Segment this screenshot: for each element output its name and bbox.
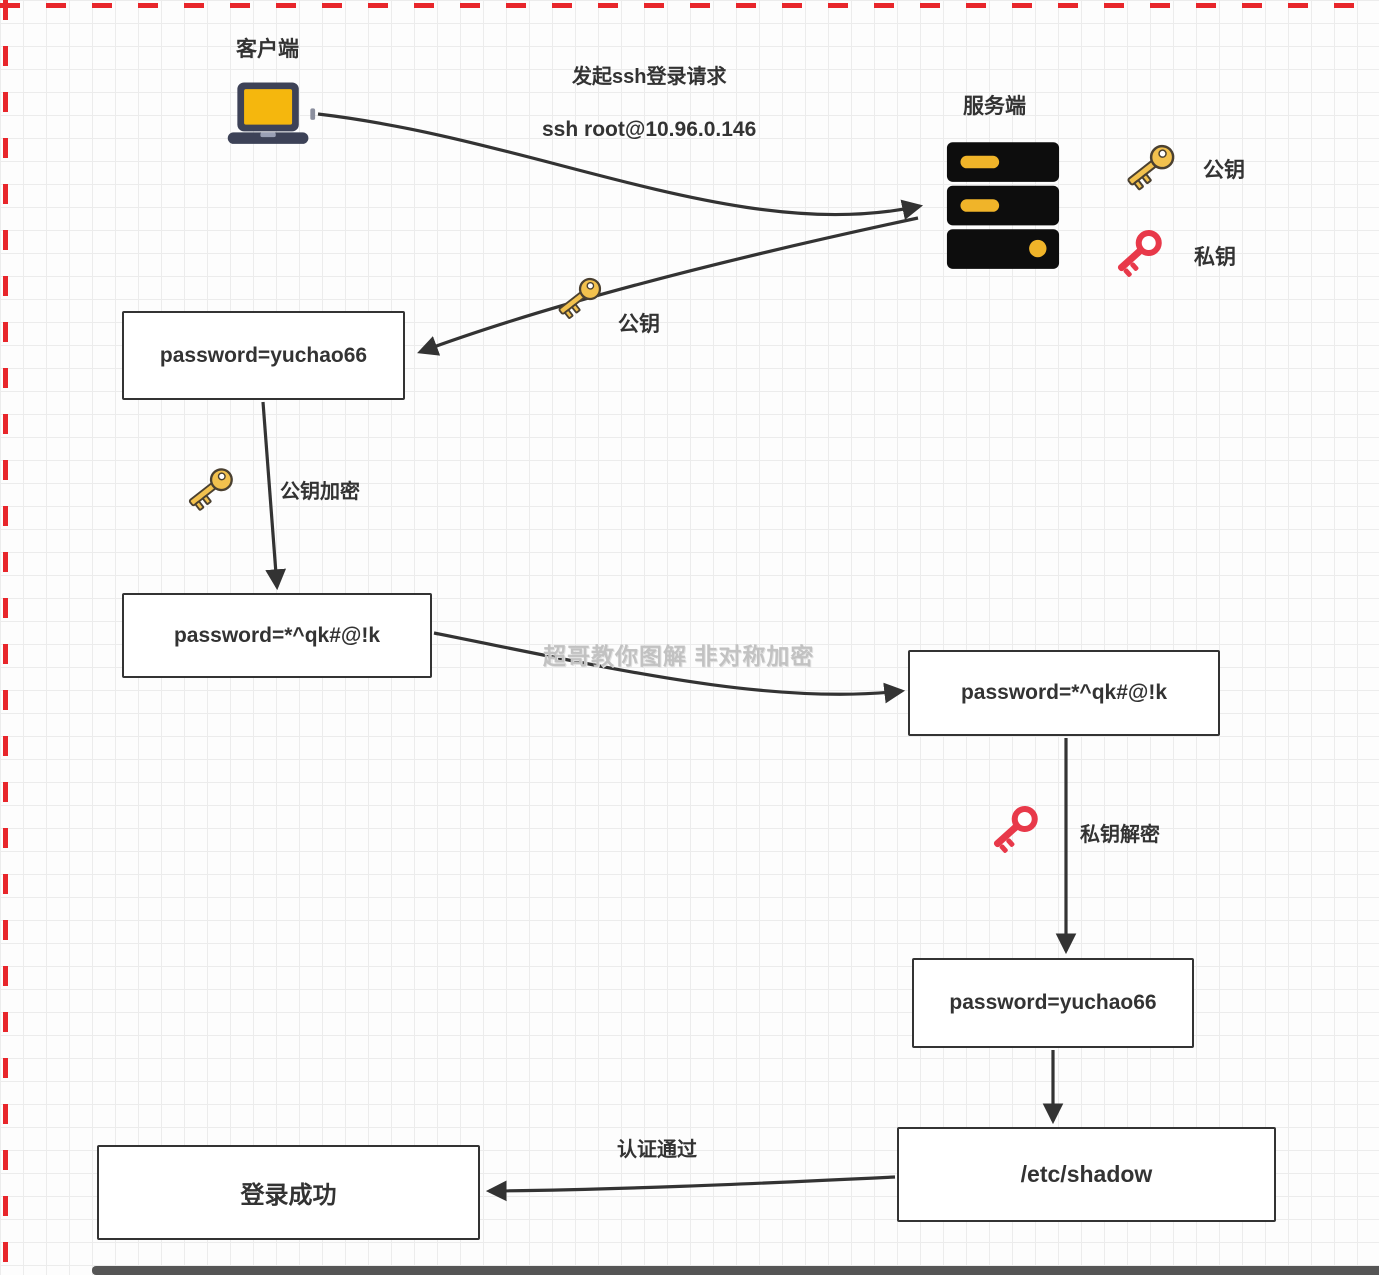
private-key-decrypt-icon [982,796,1046,860]
server-label: 服务端 [963,95,1026,118]
request-title-label: 发起ssh登录请求 [572,66,727,88]
page-edge-ticks-left [3,0,8,1275]
arrow-server-sends-public-key [417,216,919,356]
client-label: 客户端 [236,38,299,61]
arrow-auth-passed [485,1175,896,1202]
node-etc-shadow: /etc/shadow [897,1127,1276,1222]
horizontal-scrollbar[interactable] [92,1266,1379,1275]
watermark-text: 超哥教你图解 非对称加密 [543,643,815,669]
node-password-ciphertext-client: password=*^qk#@!k [122,593,432,678]
arrow-public-key-encrypt [261,401,287,591]
node-password-plaintext-server: password=yuchao66 [912,958,1194,1048]
auth-passed-label: 认证通过 [617,1139,697,1161]
public-key-sent-icon [550,268,608,326]
private-key-label-top: 私钥 [1194,246,1236,269]
node-password-plaintext-client: password=yuchao66 [122,311,405,400]
server-icon [945,140,1061,272]
public-key-label-top: 公钥 [1203,159,1245,182]
public-key-sent-label: 公钥 [618,313,660,336]
node-login-success: 登录成功 [97,1145,480,1240]
page-edge-ticks-top [0,3,1379,8]
public-key-icon-top [1118,134,1182,198]
request-command-label: ssh root@10.96.0.146 [542,118,757,141]
laptop-icon [222,78,318,156]
decrypt-step-label: 私钥解密 [1080,824,1160,846]
public-key-encrypt-icon [180,458,240,518]
node-password-ciphertext-server: password=*^qk#@!k [908,650,1220,736]
private-key-icon-top [1106,220,1170,284]
encrypt-step-label: 公钥加密 [280,481,360,503]
